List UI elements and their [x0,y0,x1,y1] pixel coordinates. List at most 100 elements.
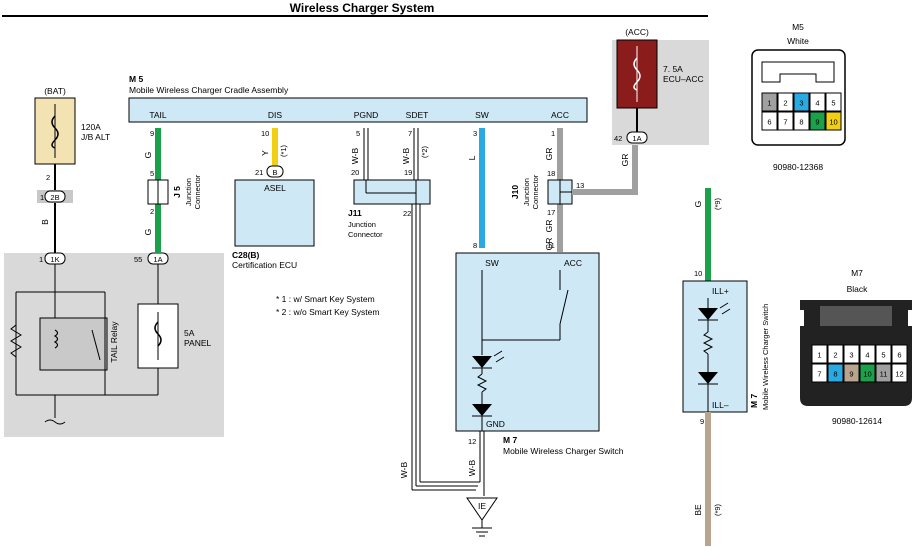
ill-pin-top: 10 [694,269,702,278]
led-icon [698,308,718,320]
m5-cradle-bar [128,97,588,123]
m5-pin-num-pgnd: 5 [356,129,360,138]
ill-wire-bottom-label: BE [693,504,703,516]
j11-id: J11 [348,208,362,218]
bat-fuse-amp: 120A [81,122,101,132]
diode-icon [472,404,492,416]
conn-1k-pin: 1 [39,255,43,264]
m7-pin-number: 12 [895,370,903,379]
m5-connector-lock [761,61,835,83]
c28-name: Certification ECU [232,260,297,270]
j11-name-2: Connector [348,230,383,239]
j10-name-1: Junction [522,178,531,206]
m5-pin-num-acc: 1 [551,129,555,138]
m7-pin-number: 1 [817,351,821,360]
bat-tag: (BAT) [44,86,66,96]
c28-pin: 21 [255,168,263,177]
j11-name-1: Junction [348,220,376,229]
j11-pin-b: 19 [404,168,412,177]
m7-wire-gnd-label: W-B [467,459,477,476]
m5-id: M 5 [129,74,143,84]
resistor-icon [476,373,488,393]
m7-pin-number: 4 [865,351,869,360]
j10-wire-11-label: GR [544,238,554,251]
m7-pin-cell [875,344,892,364]
j10-pin-13: 13 [576,181,584,190]
ill-wire-top-label: G [693,201,703,208]
m7-switch-box [455,252,600,432]
m7-pin-cell [891,344,908,364]
fuse-icon [633,57,641,91]
conn-1a-acc [626,131,648,144]
m7-pin-number: 7 [817,370,821,379]
diode-icon [698,372,718,384]
conn-1k-label: 1K [50,255,59,264]
tail-relay-label: TAIL Relay [109,321,119,363]
wire-acc-label: GR [544,148,554,161]
j11-junction-box [353,179,431,205]
j5-name-2: Connector [193,174,202,209]
j10-id: J10 [510,185,520,199]
m5-conn-color: White [787,36,809,46]
m5-pin-number: 1 [767,99,771,108]
acc-fuse-amp: 7. 5A [663,64,683,74]
m7-pin-cell [859,363,876,383]
m5-pin-sw: SW [475,110,489,120]
m7-pin-cell [843,344,860,364]
m7-pin-cell [827,363,844,383]
ill-wire-top-note: (*9) [713,197,722,210]
conn-2b-label: 2B [50,193,59,202]
m7-illum-box [682,280,748,413]
m5-name: Mobile Wireless Charger Cradle Assembly [129,85,289,95]
conn-1a-panel-label: 1A [153,255,162,264]
j10-pin-11: 11 [547,241,555,250]
wire-acc-gray [557,128,563,180]
resistor-icon [702,331,714,355]
m7-illum-id: M 7 [749,394,759,408]
wire-ill-green [705,188,711,281]
m5-pin-number: 7 [783,118,787,127]
wire-tail-label: G [143,152,153,159]
m5-pin-num-sdet: 7 [408,129,412,138]
m5-pin-number: 3 [799,99,803,108]
m7-pin-cell [843,363,860,383]
m5-pin-number: 2 [783,99,787,108]
led-light-icon [719,302,731,315]
ground-label: IE [478,501,486,511]
panel-fuse-amp: 5A [184,328,195,338]
m7-conn-part: 90980-12614 [832,416,882,426]
note-2: * 2 : w/o Smart Key System [276,307,379,317]
led-icon [472,356,492,368]
wire-j10-13-gray [572,189,638,195]
m5-pin-tail: TAIL [149,110,167,120]
m5-pin-cell [777,111,794,131]
m7-pin-cell [811,344,828,364]
m7-pin-cell [827,344,844,364]
m5-pin-dis: DIS [268,110,283,120]
j11-pin-a: 20 [351,168,359,177]
m5-pin-cell [761,92,778,112]
m7-pin-number: 10 [863,370,871,379]
m5-pin-number: 10 [829,118,837,127]
relay-switch-icon [91,329,101,361]
wire-acc-fuse-gray [632,145,638,195]
m5-conn-id: M5 [792,22,804,32]
acc-fuse-name: ECU–ACC [663,74,704,84]
m5-pin-number: 6 [767,118,771,127]
led-light-icon [493,350,505,363]
j5-pin-top: 5 [150,169,154,178]
fuse-icon [154,321,162,347]
j5-pin-bottom: 2 [150,207,154,216]
m5-pin-number: 9 [815,118,819,127]
m7-illum-name: Mobile Wireless Charger Switch [761,304,770,410]
conn-2b-pin: 1 [40,193,44,202]
m5-pin-acc: ACC [551,110,569,120]
m5-pin-number: 8 [799,118,803,127]
ground-ie-icon [466,497,498,521]
wire-ill-beige [705,412,711,546]
m5-conn-part: 90980-12368 [773,162,823,172]
m5-pin-cell [825,111,842,131]
relay-coil-icon [53,329,59,349]
